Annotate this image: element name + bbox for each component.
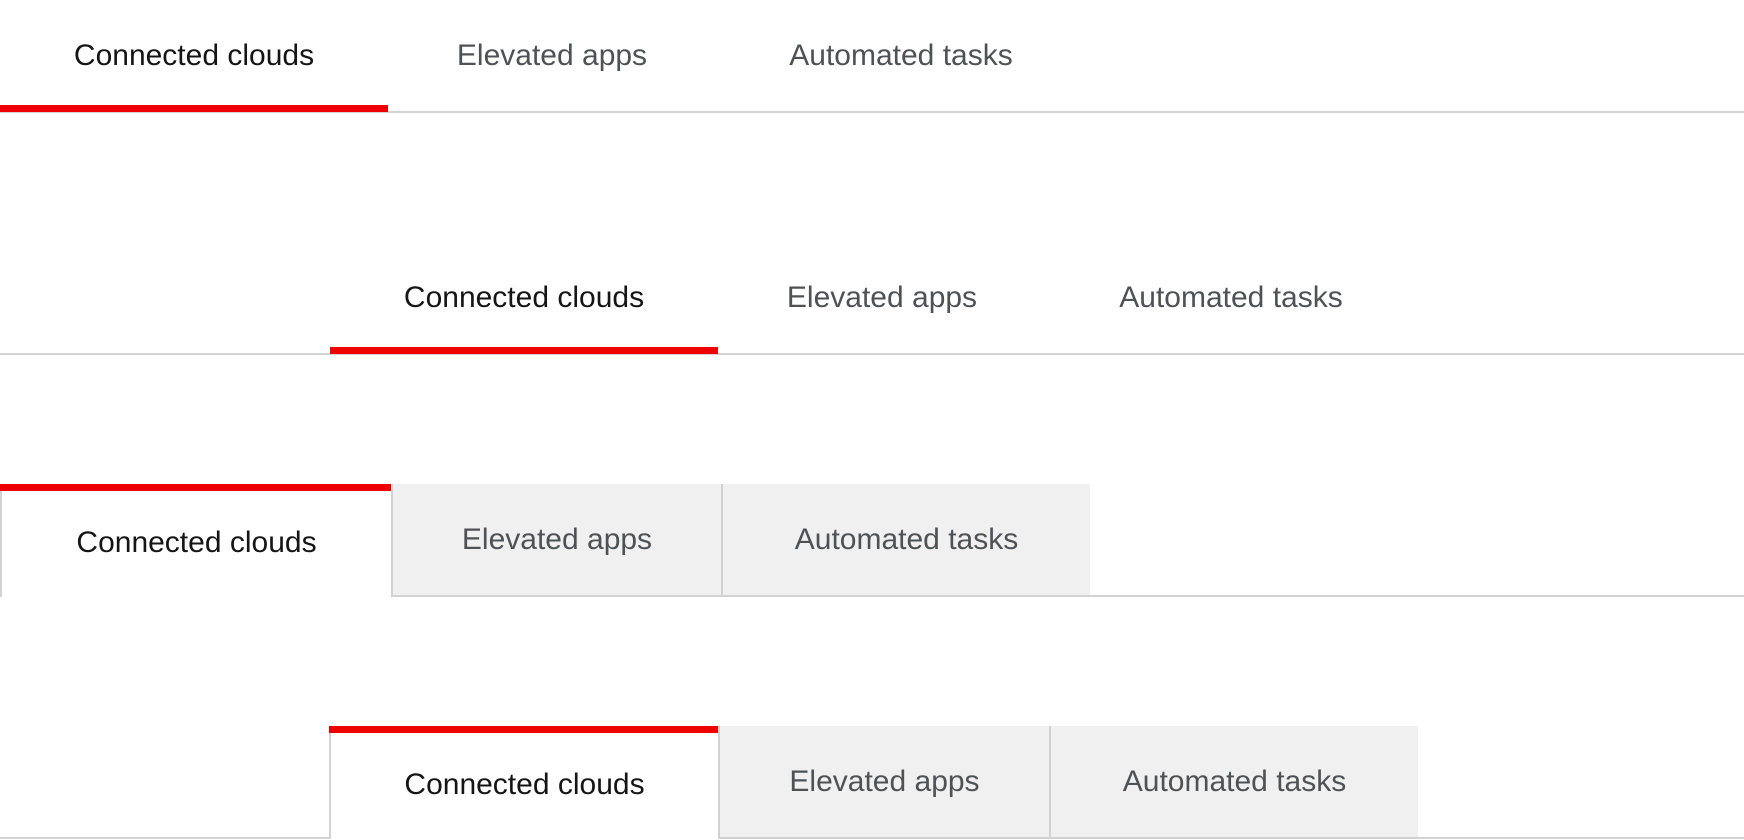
tab-label: Automated tasks — [1119, 281, 1343, 314]
tabset-baseline — [0, 353, 1744, 355]
tab-label: Automated tasks — [789, 39, 1013, 72]
tab-elevated-apps[interactable]: Elevated apps — [718, 726, 1049, 837]
tab-label: Connected clouds — [404, 767, 645, 801]
active-tab-indicator — [329, 726, 720, 733]
tab-automated-tasks[interactable]: Automated tasks — [1046, 242, 1416, 354]
tab-label: Connected clouds — [73, 39, 315, 72]
tab-label: Connected clouds — [76, 525, 317, 559]
active-tab-indicator — [0, 484, 393, 491]
tabset-box-inset: Connected clouds Elevated apps Automated… — [0, 726, 1744, 840]
active-tab-gap — [331, 836, 718, 839]
tab-label: Elevated apps — [461, 522, 653, 556]
tab-label: Connected clouds — [403, 281, 645, 314]
tab-connected-clouds[interactable]: Connected clouds — [330, 242, 718, 354]
active-tab-indicator — [330, 347, 718, 354]
tab-automated-tasks[interactable]: Automated tasks — [1049, 726, 1418, 837]
tab-elevated-apps[interactable]: Elevated apps — [391, 484, 721, 595]
tab-label: Elevated apps — [786, 281, 978, 314]
tab-elevated-apps[interactable]: Elevated apps — [718, 242, 1046, 354]
tab-label: Elevated apps — [789, 764, 980, 798]
tabset-baseline — [0, 595, 1744, 597]
active-tab-indicator — [0, 105, 388, 112]
tab-label: Elevated apps — [456, 39, 648, 72]
tabset-box-left: Connected clouds Elevated apps Automated… — [0, 484, 1744, 598]
tab-elevated-apps[interactable]: Elevated apps — [388, 0, 716, 112]
tab-connected-clouds[interactable]: Connected clouds — [0, 484, 393, 597]
tab-automated-tasks[interactable]: Automated tasks — [716, 0, 1086, 112]
tabset-baseline — [0, 837, 1744, 839]
active-tab-gap — [2, 594, 391, 597]
tab-connected-clouds[interactable]: Connected clouds — [329, 726, 720, 839]
tab-automated-tasks[interactable]: Automated tasks — [721, 484, 1090, 595]
tabset-underline-inset: Connected clouds Elevated apps Automated… — [0, 242, 1744, 356]
tab-label: Automated tasks — [794, 522, 1019, 556]
tab-label: Automated tasks — [1122, 764, 1347, 798]
tab-connected-clouds[interactable]: Connected clouds — [0, 0, 388, 112]
tabset-baseline — [0, 111, 1744, 113]
tabset-underline-left: Connected clouds Elevated apps Automated… — [0, 0, 1744, 114]
